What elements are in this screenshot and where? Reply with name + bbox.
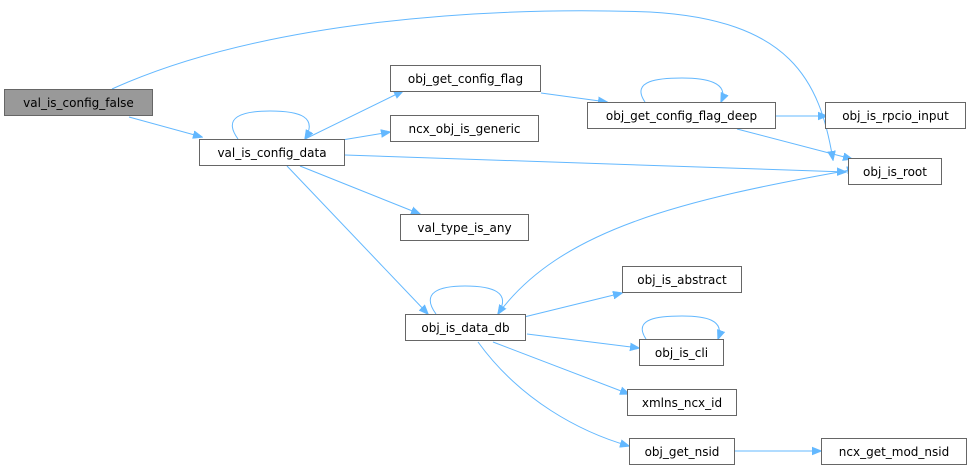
edge-obj_is_data_db-to-xmlns_ncx_id bbox=[492, 341, 629, 394]
edge-obj_get_config_flag_deep-to-obj_is_root bbox=[736, 128, 852, 159]
edge-val_is_config_data-to-val_is_config_data bbox=[231, 110, 309, 139]
edge-obj_is_data_db-to-obj_is_abstract bbox=[519, 293, 622, 319]
edge-val_is_config_data-to-ncx_obj_is_generic bbox=[335, 132, 390, 142]
node-val_is_config_data[interactable]: val_is_config_data bbox=[199, 139, 345, 166]
node-obj_is_rpcio_input[interactable]: obj_is_rpcio_input bbox=[825, 102, 966, 129]
node-obj_get_config_flag[interactable]: obj_get_config_flag bbox=[390, 65, 541, 92]
edge-obj_is_data_db-to-obj_get_nsid bbox=[477, 341, 629, 446]
edge-val_is_config_data-to-obj_is_data_db bbox=[286, 165, 428, 314]
node-ncx_get_mod_nsid[interactable]: ncx_get_mod_nsid bbox=[821, 438, 967, 465]
edge-val_is_config_data-to-obj_is_root bbox=[344, 154, 846, 172]
edge-obj_is_data_db-to-obj_is_cli bbox=[526, 333, 639, 348]
node-obj_get_nsid[interactable]: obj_get_nsid bbox=[629, 438, 735, 465]
node-obj_is_abstract[interactable]: obj_is_abstract bbox=[622, 266, 742, 293]
edge-obj_get_config_flag-to-obj_get_config_flag_deep bbox=[540, 92, 607, 102]
node-obj_is_data_db[interactable]: obj_is_data_db bbox=[405, 314, 526, 341]
node-obj_is_root[interactable]: obj_is_root bbox=[848, 158, 942, 185]
edge-val_is_config_false-to-obj_is_root bbox=[111, 10, 833, 160]
edge-obj_is_cli-to-obj_is_cli bbox=[641, 315, 719, 339]
edge-obj_is_data_db-to-obj_is_root bbox=[497, 169, 856, 315]
edge-val_is_config_false-to-val_is_config_data bbox=[128, 116, 202, 137]
node-val_type_is_any[interactable]: val_type_is_any bbox=[400, 214, 529, 241]
node-ncx_obj_is_generic[interactable]: ncx_obj_is_generic bbox=[390, 115, 539, 142]
node-xmlns_ncx_id[interactable]: xmlns_ncx_id bbox=[627, 389, 737, 416]
edge-obj_get_config_flag_deep-to-obj_get_config_flag_deep bbox=[640, 77, 723, 102]
edge-obj_is_data_db-to-obj_is_data_db bbox=[429, 285, 502, 314]
node-obj_get_config_flag_deep[interactable]: obj_get_config_flag_deep bbox=[587, 102, 776, 129]
node-val_is_config_false: val_is_config_false bbox=[4, 89, 153, 116]
node-obj_is_cli[interactable]: obj_is_cli bbox=[639, 339, 724, 366]
edge-val_is_config_data-to-val_type_is_any bbox=[299, 165, 420, 214]
edge-val_is_config_data-to-obj_get_config_flag bbox=[304, 91, 403, 140]
